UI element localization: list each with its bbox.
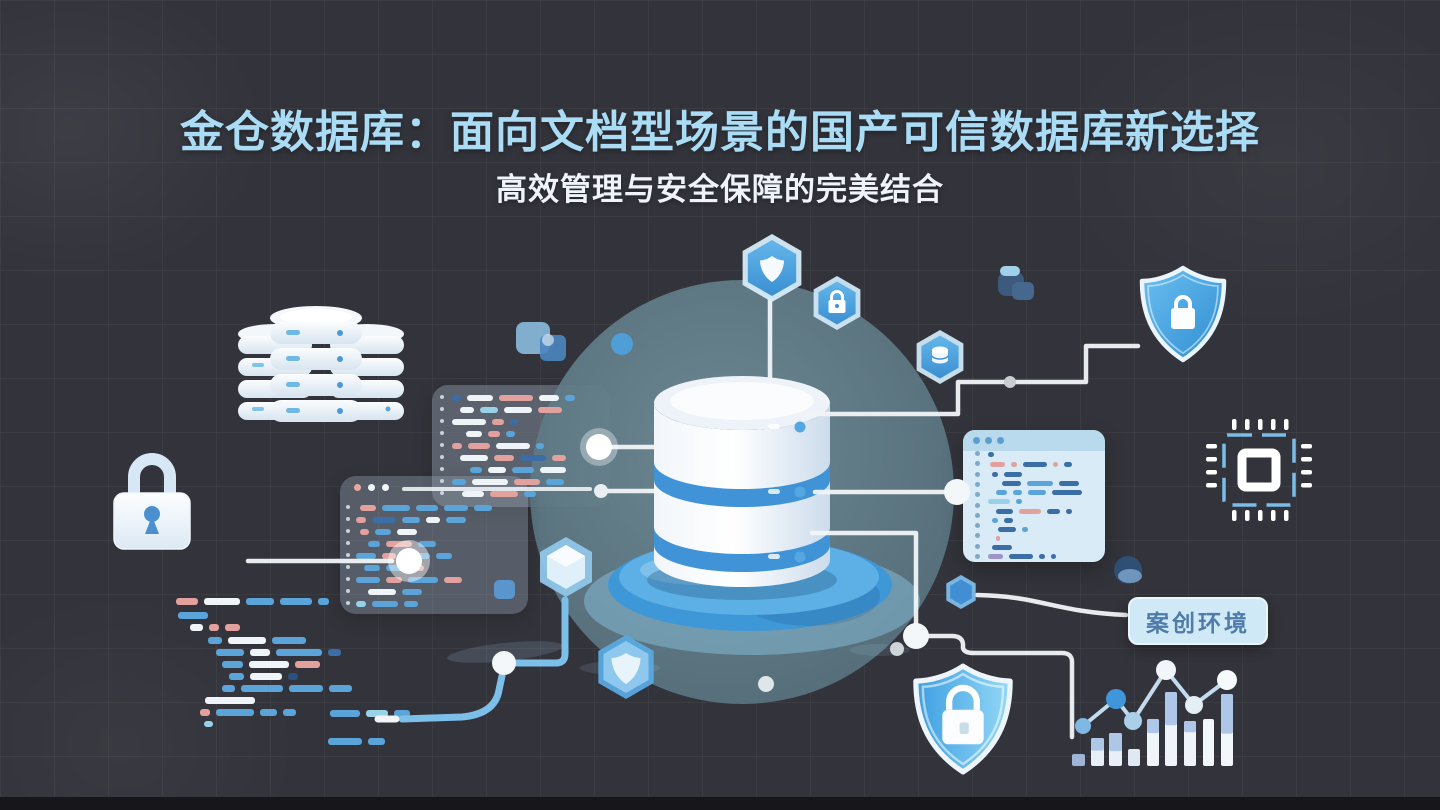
bar-chart-icon (1072, 660, 1237, 766)
code-row (328, 738, 391, 745)
hex-gem-shield-icon (598, 635, 654, 699)
database-stack-cluster-icon (238, 306, 404, 422)
code-panel-right (963, 430, 1105, 562)
code-row (190, 624, 246, 631)
window-dot-icon (985, 437, 992, 444)
window-dot-icon (368, 484, 375, 491)
code-row (205, 697, 261, 704)
code-row (222, 661, 326, 668)
floating-dot (758, 676, 774, 692)
cpu-chip-icon (1206, 419, 1312, 521)
hex-lock-badge-icon (813, 276, 861, 330)
floor-streaks (447, 641, 910, 675)
environment-badge: 案创环境 (1128, 597, 1268, 645)
trend-marker (1156, 660, 1176, 680)
shield-icon (1139, 265, 1227, 363)
trend-marker (1106, 689, 1126, 709)
blue-connector-lines (398, 596, 569, 723)
bar-cap (1165, 692, 1177, 726)
code-row (178, 612, 214, 619)
panel-divider-line (402, 487, 592, 491)
hex-db-badge-icon (916, 330, 964, 384)
bar-cap (1221, 694, 1233, 734)
db-stack-right (330, 324, 404, 420)
code-row (330, 710, 416, 717)
db-stack-center (270, 306, 362, 422)
code-panel-left-lower (340, 476, 528, 614)
trend-marker (1185, 696, 1203, 714)
code-row (176, 598, 335, 605)
cube-icon (516, 322, 566, 361)
code-row (204, 721, 219, 727)
bar (1203, 719, 1214, 766)
platform-disc-icon (584, 539, 920, 655)
trend-marker (1075, 718, 1091, 734)
db-stack-left (238, 324, 312, 420)
window-dot-icon (997, 437, 1004, 444)
floating-dot (611, 333, 633, 355)
floating-dot (890, 642, 904, 656)
panel-header (963, 430, 1105, 451)
bar-cap (1184, 721, 1196, 733)
bar-cap (1109, 733, 1122, 752)
code-row (229, 673, 304, 680)
bottom-edge-strip (0, 797, 1440, 810)
blob-cluster-icon (998, 266, 1034, 300)
bar-cap (1147, 719, 1159, 734)
bar-cap (1091, 738, 1104, 751)
padlock-icon (113, 453, 191, 550)
hex-gem-icon (540, 537, 592, 597)
code-row (222, 685, 358, 692)
hex-gem-small-icon (946, 575, 976, 609)
trend-marker (1217, 670, 1237, 690)
window-dot-icon (354, 484, 361, 491)
bar (1128, 749, 1140, 766)
database-cylinder-icon (654, 376, 830, 587)
trend-line (1081, 668, 1229, 728)
page-title: 金仓数据库：面向文档型场景的国产可信数据库新选择 (180, 108, 1260, 157)
code-row (208, 637, 312, 644)
code-row (200, 709, 302, 716)
bar (1072, 754, 1085, 766)
code-row (216, 649, 347, 656)
window-dot-icon (382, 484, 389, 491)
hex-shield-badge-icon (742, 234, 802, 302)
window-dot-icon (973, 437, 980, 444)
shield-lock-icon (913, 663, 1013, 775)
trend-marker (1124, 712, 1142, 730)
sphere-dot-icon (1114, 556, 1142, 584)
page-subtitle: 高效管理与安全保障的完美结合 (496, 172, 944, 207)
